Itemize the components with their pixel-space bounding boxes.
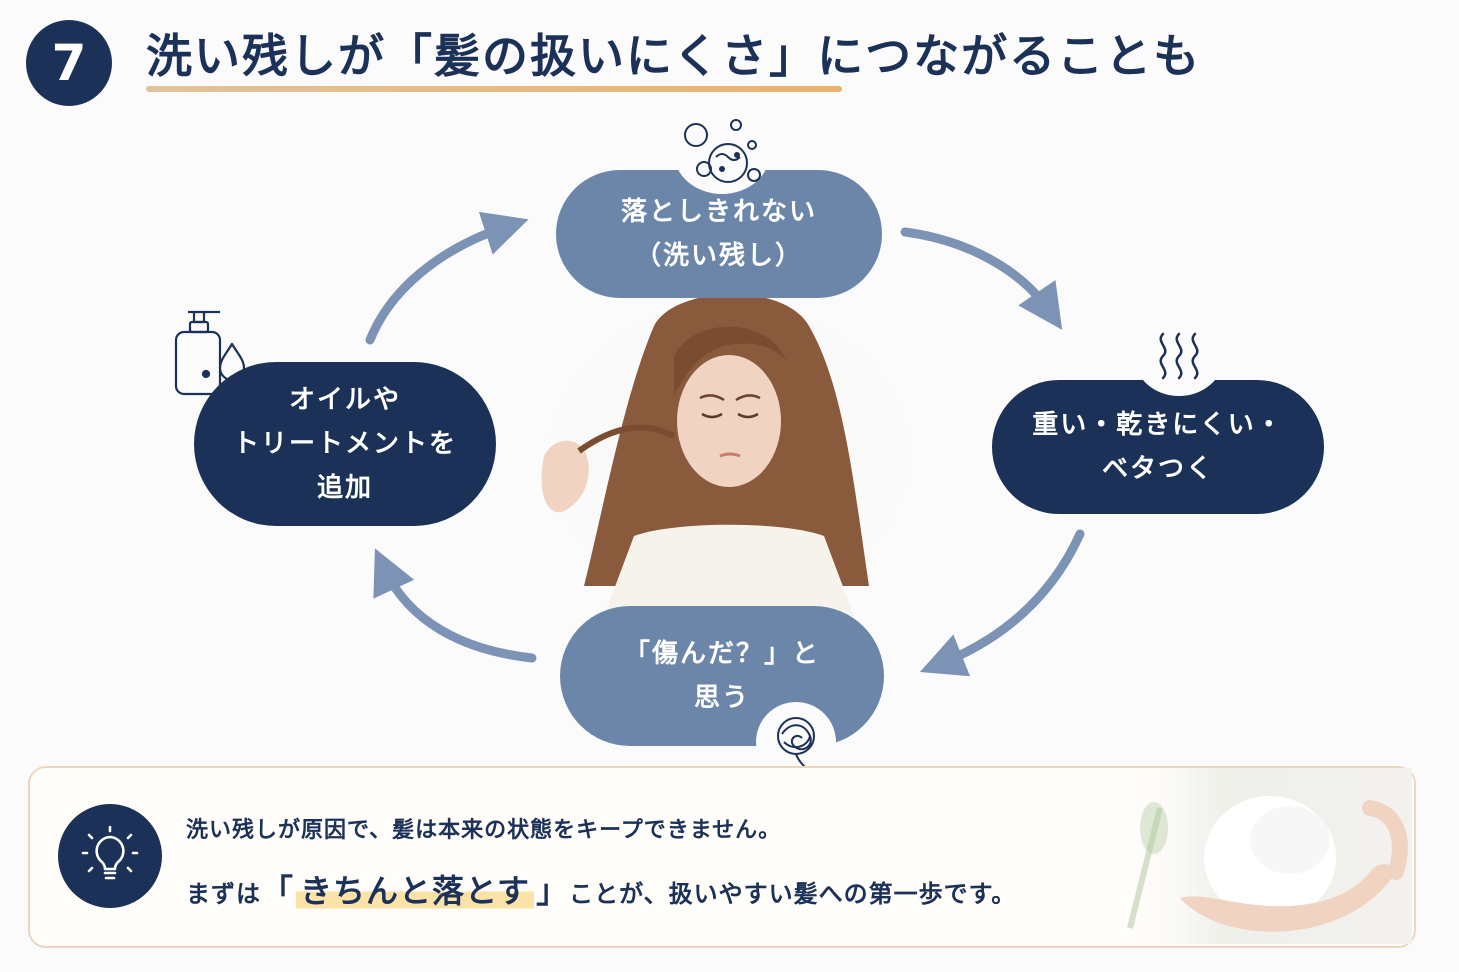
tip-prefix: まずは xyxy=(186,880,261,908)
residue-line1: 落としきれない xyxy=(620,197,817,227)
lightbulb-icon xyxy=(58,804,162,908)
arrow-bottom-to-left xyxy=(373,548,537,663)
step-number-badge: 7 xyxy=(26,20,112,106)
add-oil-line1: オイルや xyxy=(288,385,401,415)
add-oil-line2: トリートメントを xyxy=(232,429,457,459)
heavy-line2: ベタつく xyxy=(1101,454,1214,484)
add-oil-line3: 追加 xyxy=(316,473,373,503)
steam-icon xyxy=(1134,316,1224,396)
page-title: 洗い残しが「髪の扱いにくさ」につながることも xyxy=(146,29,1202,83)
tip-emphasis: きちんと落とす xyxy=(296,866,535,912)
damaged-line2: 思う xyxy=(693,683,750,713)
arrow-left-to-top xyxy=(365,211,529,345)
cycle-step-residue: 落としきれない （洗い残し） xyxy=(556,170,882,298)
cycle-step-add-oil: オイルや トリートメントを 追加 xyxy=(194,362,496,526)
heavy-line1: 重い・乾きにくい・ xyxy=(1032,410,1284,440)
step-number: 7 xyxy=(51,34,87,92)
title-underline xyxy=(146,86,842,92)
pump-bottle-icon xyxy=(168,304,248,400)
cycle-step-damaged: 「傷んだ？」と 思う xyxy=(560,606,884,746)
tip-suffix: ことが、扱いやすい髪への第一歩です。 xyxy=(569,880,1017,908)
arrow-right-to-bottom xyxy=(919,529,1085,677)
woman-illustration xyxy=(529,286,929,616)
tip-line1: 洗い残しが原因で、髪は本来の状態をキープできません。 xyxy=(186,818,782,843)
tip-close-bracket: 」 xyxy=(536,872,570,910)
tip-line2: まずは 「 きちんと落とす 」 ことが、扱いやすい髪への第一歩です。 xyxy=(186,866,1016,912)
cycle-step-heavy: 重い・乾きにくい・ ベタつく xyxy=(992,380,1324,514)
damaged-line1: 「傷んだ？」と xyxy=(623,639,820,669)
foam-hands-image xyxy=(1120,768,1412,944)
bubbles-icon xyxy=(674,112,770,194)
residue-line2: （洗い残し） xyxy=(634,241,803,271)
tip-open-bracket: 「 xyxy=(261,872,295,910)
